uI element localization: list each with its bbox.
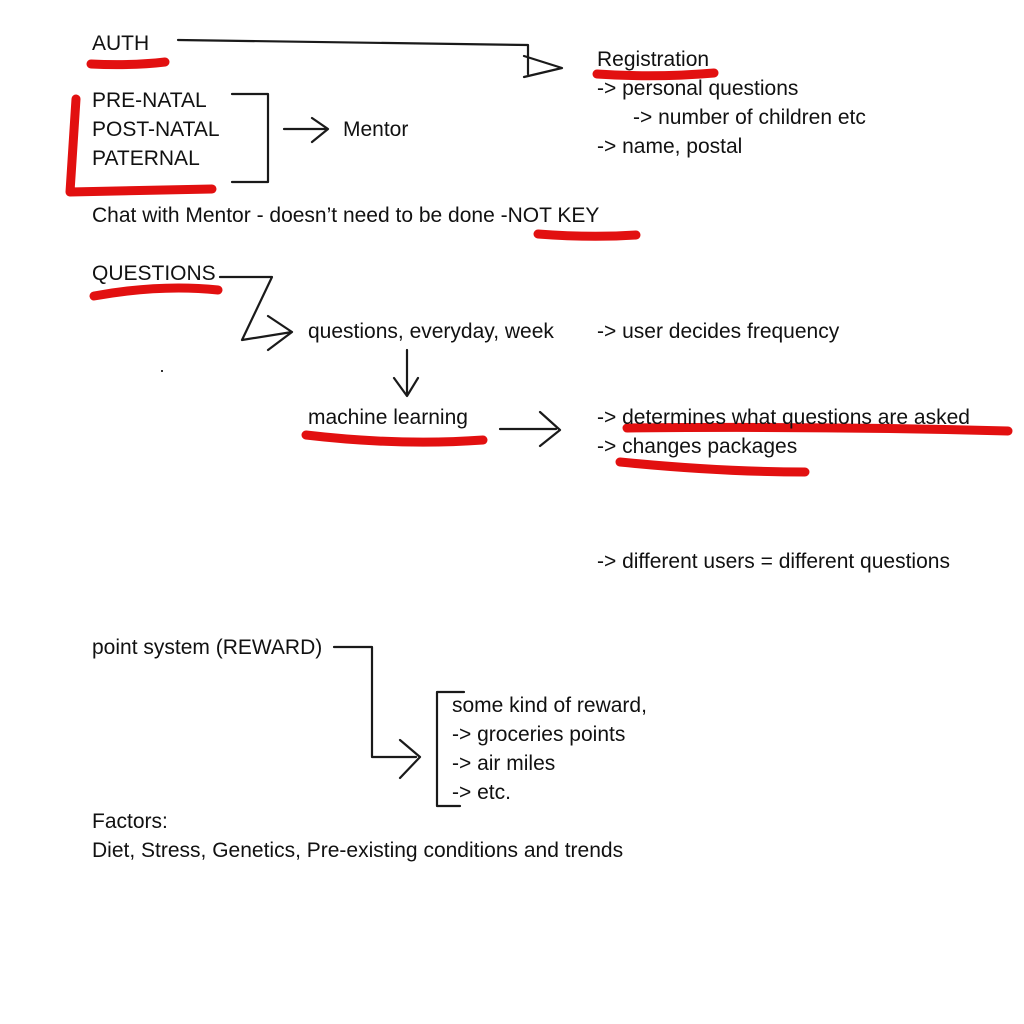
frequency-label: questions, everyday, week bbox=[308, 320, 554, 343]
highlight-auth bbox=[86, 57, 170, 70]
reward-item: -> groceries points bbox=[452, 723, 626, 746]
stray-dot bbox=[161, 370, 163, 372]
arrow-frequency-to-ml bbox=[392, 348, 420, 398]
ml-effect: -> changes packages bbox=[597, 435, 798, 458]
ml-note: -> different users = different questions bbox=[597, 550, 950, 573]
arrow-auth-to-registration bbox=[176, 38, 564, 79]
machine-learning-label: machine learning bbox=[308, 406, 468, 429]
highlight-not-key bbox=[533, 229, 641, 241]
registration-line: -> name, postal bbox=[597, 135, 743, 158]
highlight-changes-packages bbox=[615, 457, 810, 477]
arrow-reward-to-items bbox=[332, 645, 422, 780]
reward-label: point system (REWARD) bbox=[92, 636, 323, 659]
arrow-questions-to-frequency bbox=[218, 275, 294, 352]
frequency-note: -> user decides frequency bbox=[597, 320, 840, 343]
stage-item: PRE-NATAL bbox=[92, 89, 207, 112]
mentor-label: Mentor bbox=[343, 118, 409, 141]
reward-item: some kind of reward, bbox=[452, 694, 647, 717]
stages-bracket bbox=[230, 92, 270, 184]
factors-label: Factors: bbox=[92, 810, 168, 833]
reward-item: -> etc. bbox=[452, 781, 511, 804]
highlight-registration bbox=[592, 68, 719, 81]
registration-line: -> number of children etc bbox=[633, 106, 866, 129]
registration-title: Registration bbox=[597, 48, 710, 71]
stage-item: POST-NATAL bbox=[92, 118, 220, 141]
arrow-ml-to-effects bbox=[498, 410, 562, 448]
auth-label: AUTH bbox=[92, 32, 150, 55]
highlight-machine-learning bbox=[301, 430, 488, 447]
not-key-tag: -NOT KEY bbox=[500, 204, 600, 227]
highlight-questions bbox=[89, 283, 223, 301]
stage-item: PATERNAL bbox=[92, 147, 200, 170]
chat-note-text: Chat with Mentor - doesn’t need to be do… bbox=[92, 204, 501, 227]
registration-line: -> personal questions bbox=[597, 77, 799, 100]
reward-item: -> air miles bbox=[452, 752, 556, 775]
arrow-stages-to-mentor bbox=[282, 116, 330, 144]
factors-list: Diet, Stress, Genetics, Pre-existing con… bbox=[92, 839, 624, 862]
chat-note: Chat with Mentor - doesn’t need to be do… bbox=[92, 204, 599, 228]
ml-effect: -> determines what questions are asked bbox=[597, 406, 970, 429]
questions-label: QUESTIONS bbox=[92, 262, 216, 285]
